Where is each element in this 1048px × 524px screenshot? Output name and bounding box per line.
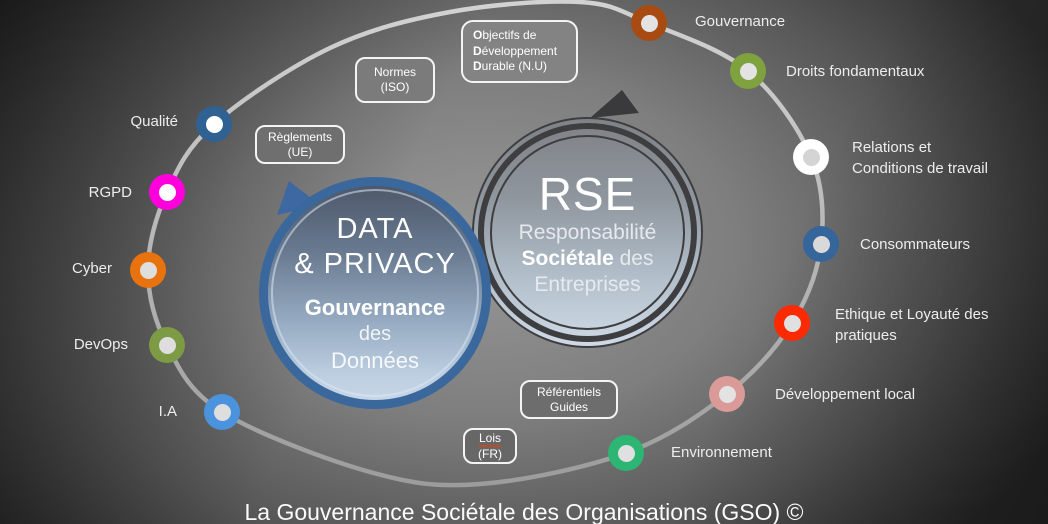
dot-devops (149, 327, 185, 363)
dot-inner-gouvernance (640, 14, 658, 32)
box-referentiels-guides: Référentiels Guides (520, 380, 618, 419)
dot-inner-consommateurs (812, 235, 830, 253)
label-relations: Relations et Conditions de travail (852, 139, 988, 177)
dot-inner-rgpd (158, 183, 176, 201)
box-line: (ISO) (380, 80, 410, 94)
dot-cyber (130, 252, 166, 288)
dot-inner-qualite (205, 115, 223, 133)
data-privacy-title-line2: & PRIVACY (294, 247, 456, 280)
dot-inner-relations (802, 148, 820, 166)
data-privacy-subtitle-line1: Gouvernance (304, 294, 446, 320)
dot-rgpd (149, 174, 185, 210)
dot-ia (204, 394, 240, 430)
dot-qualite (196, 106, 232, 142)
dot-inner-cyber (139, 261, 157, 279)
diagram-caption: La Gouvernance Sociétale des Organisatio… (244, 499, 804, 524)
label-gouvernance: Gouvernance (695, 12, 786, 30)
box-line: Développement (473, 43, 558, 58)
data-privacy-title-line1: DATA (336, 212, 414, 245)
dot-inner-ia (213, 403, 231, 421)
label-devops: DevOps (73, 335, 128, 353)
data-privacy-subtitle-line3: Données (330, 347, 420, 373)
box-objectifs-developpement-durable: Objectifs de Développement Durable (N.U) (461, 20, 578, 83)
rse-circle: RSE Responsabilité Sociétale des Entrepr… (472, 117, 703, 348)
label-qualite: Qualité (130, 112, 178, 130)
label-droits: Droits fondamentaux (786, 62, 925, 80)
box-line: (FR) (478, 446, 502, 461)
dot-consommateurs (803, 226, 839, 262)
rse-acronym: RSE (538, 167, 637, 220)
dot-inner-devops (158, 336, 176, 354)
box-lois-fr: Lois (FR) (463, 428, 517, 464)
label-environnement: Environnement (671, 443, 772, 461)
box-line: Objectifs de (473, 28, 537, 43)
box-line: Règlements (267, 129, 333, 144)
label-ia: I.A (158, 402, 177, 420)
box-line: (UE) (287, 144, 313, 159)
dot-inner-environnement (617, 444, 635, 462)
box-line: Lois (478, 430, 501, 447)
label-consommateurs: Consommateurs (860, 235, 971, 253)
dot-droits (730, 53, 766, 89)
label-dev-local: Développement local (775, 385, 916, 403)
box-normes-iso: Normes (ISO) (355, 57, 435, 103)
label-rgpd: RGPD (88, 183, 132, 201)
dot-dev-local (709, 376, 745, 412)
dot-environnement (608, 435, 644, 471)
dot-relations (793, 139, 829, 175)
rse-arrow-icon (590, 90, 639, 118)
box-line: Référentiels (536, 384, 602, 399)
data-privacy-circle: DATA & PRIVACY Gouvernance des Données (259, 177, 491, 409)
label-cyber: Cyber (71, 259, 112, 277)
box-line: Durable (N.U) (473, 59, 548, 74)
data-privacy-subtitle-line2: des (358, 322, 392, 345)
dot-ethique (774, 305, 810, 341)
dot-inner-dev-local (718, 385, 736, 403)
dot-inner-ethique (783, 314, 801, 332)
box-reglements-ue: Règlements (UE) (255, 125, 345, 164)
dot-gouvernance (631, 5, 667, 41)
rse-subtitle-line1: Responsabilité (518, 220, 657, 244)
rse-subtitle-line3: Entreprises (534, 272, 641, 296)
rse-subtitle-line2: Sociétale des (521, 246, 654, 270)
box-line: Normes (373, 65, 416, 79)
dot-inner-droits (739, 62, 757, 80)
label-ethique: Ethique et Loyauté des pratiques (835, 306, 989, 344)
box-line: Guides (549, 399, 589, 414)
